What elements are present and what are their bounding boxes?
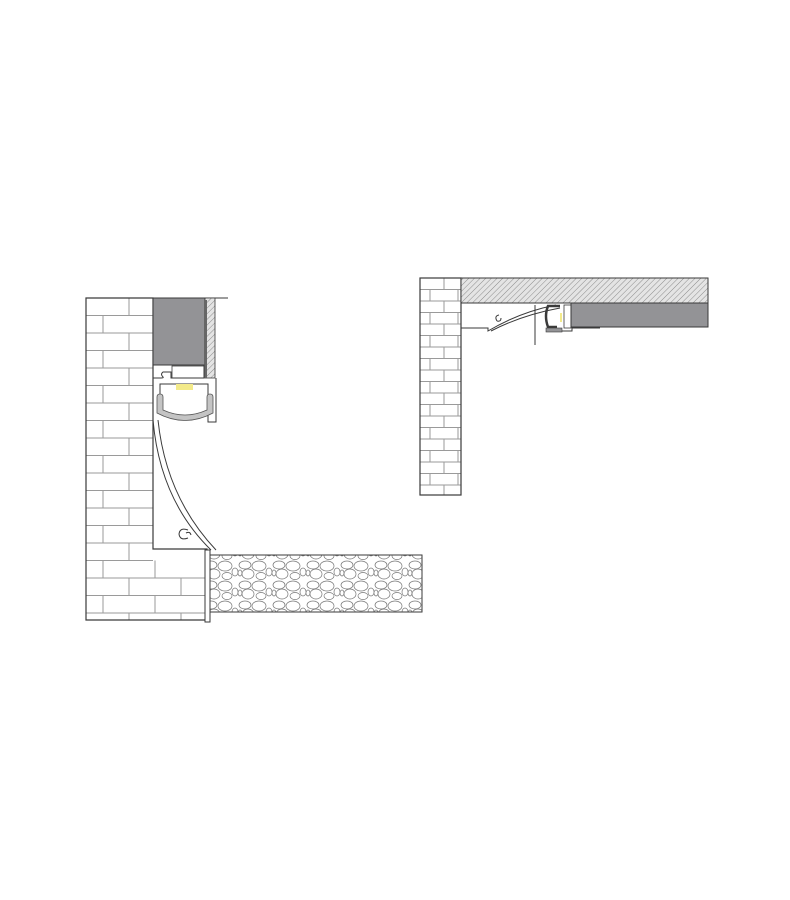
dark-block xyxy=(570,302,709,328)
adhesive-layer xyxy=(204,300,207,378)
wall-ceiling-section xyxy=(419,277,709,496)
dark-block xyxy=(152,297,206,366)
curved-panel xyxy=(152,419,217,551)
clip-hook xyxy=(495,314,502,322)
stone-floor xyxy=(209,554,423,613)
diffuser xyxy=(156,393,214,421)
led-profile xyxy=(544,304,600,333)
led-strip xyxy=(176,384,193,390)
brick-wall-outline xyxy=(419,277,462,496)
brick-wall xyxy=(420,278,461,496)
floor-trim xyxy=(204,549,211,623)
clip-hook xyxy=(178,528,192,540)
led-profile xyxy=(153,364,217,423)
led-strip xyxy=(560,313,562,322)
brick-wall xyxy=(86,298,207,621)
hatched-ceiling xyxy=(460,277,709,304)
wall-floor-section xyxy=(85,297,423,623)
